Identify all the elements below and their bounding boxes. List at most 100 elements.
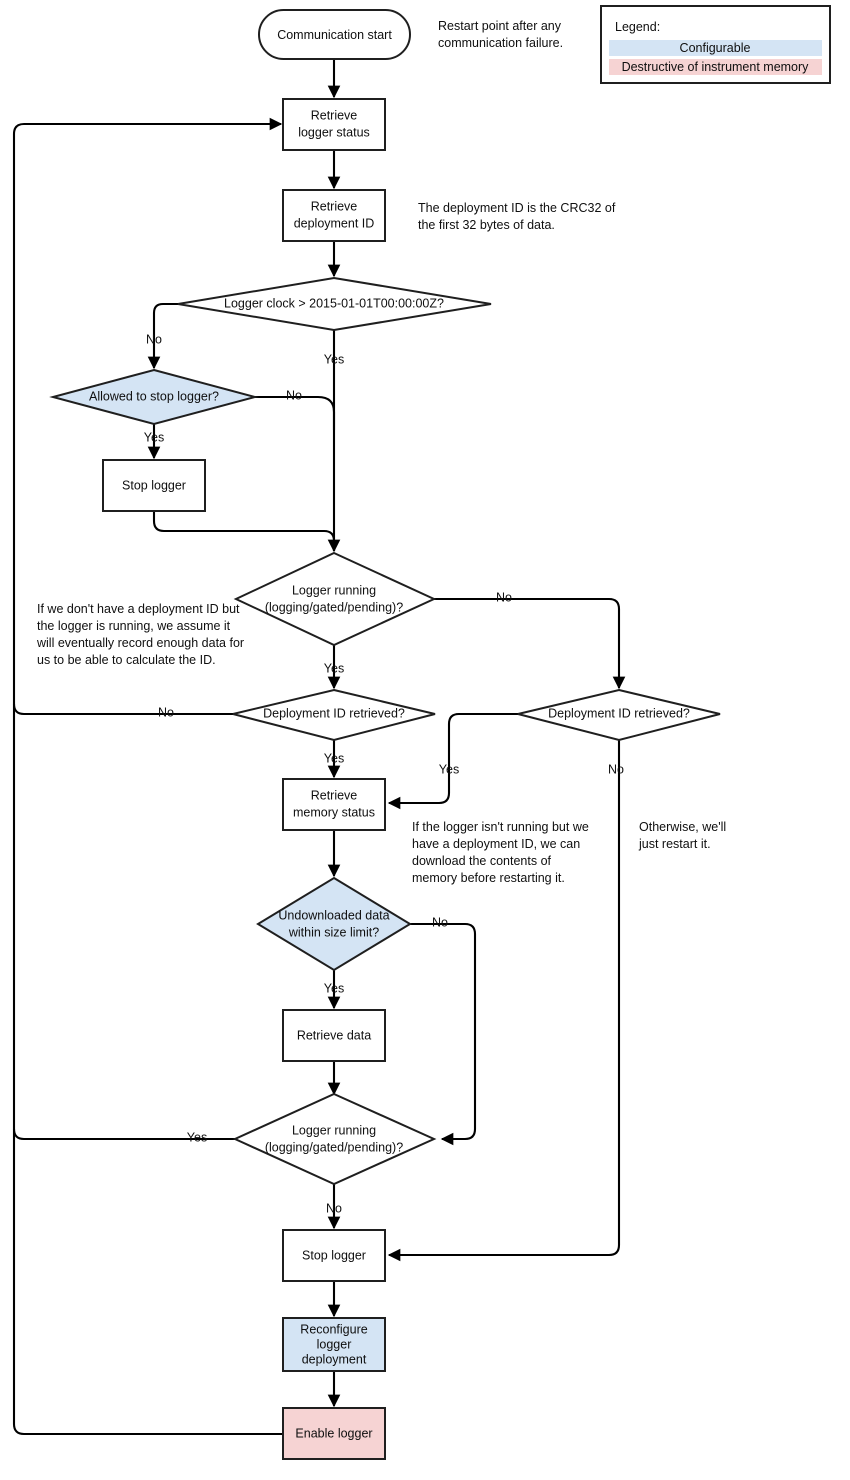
node-retrieve-logger-status[interactable]: Retrieve logger status: [282, 98, 386, 151]
note-no-deployment-line-1: If we don't have a deployment ID but: [37, 602, 240, 616]
note-otherwise-line-2: just restart it.: [638, 837, 711, 851]
stop-logger-top-shape: [102, 459, 206, 512]
legend-label-destructive: Destructive of instrument memory: [622, 60, 810, 74]
edge-label-running-top-no: No: [496, 590, 512, 604]
note-restart-line-2: communication failure.: [438, 36, 563, 50]
retrieve-deployment-id-label-2: deployment ID: [294, 216, 375, 230]
reconfigure-label-3: deployment: [302, 1352, 367, 1366]
node-logger-running-bottom[interactable]: Logger running (logging/gated/pending)?: [232, 1092, 437, 1186]
legend-label-configurable: Configurable: [680, 41, 751, 55]
node-allowed-to-stop-logger[interactable]: Allowed to stop logger?: [49, 368, 259, 426]
allowed-to-stop-logger-shape: [49, 368, 259, 426]
retrieve-logger-status-label-1: Retrieve: [311, 108, 358, 122]
communication-start-label: Communication start: [277, 28, 392, 42]
note-no-deployment-line-3: will eventually record enough data for: [36, 636, 244, 650]
edge-label-deployment-left-yes: Yes: [324, 751, 344, 765]
node-communication-start[interactable]: Communication start: [258, 9, 411, 60]
node-stop-logger-top[interactable]: Stop logger: [102, 459, 206, 512]
retrieve-memory-status-shape: [282, 778, 386, 831]
enable-logger-label: Enable logger: [295, 1426, 372, 1440]
edge-stop-logger-to-trunk: [152, 511, 336, 551]
legend-swatch-destructive: [609, 59, 822, 75]
note-otherwise-restart: Otherwise, we'll just restart it.: [638, 820, 726, 851]
edge-enable-logger-to-rail: [12, 1129, 283, 1436]
note-not-running-line-3: download the contents of: [412, 854, 552, 868]
reconfigure-label-2: logger: [317, 1337, 352, 1351]
edge-running-bottom-yes-to-rail: [12, 704, 235, 1141]
deployment-id-left-shape: [232, 688, 436, 742]
retrieve-logger-status-shape: [282, 98, 386, 151]
edges: [12, 58, 626, 1436]
note-no-deployment-line-4: us to be able to calculate the ID.: [37, 653, 216, 667]
edge-allowed-no-to-trunk: [255, 395, 336, 430]
deployment-id-left-label: Deployment ID retrieved?: [263, 706, 405, 720]
logger-running-bottom-label-1: Logger running: [292, 1123, 376, 1137]
edge-label-running-bottom-yes: Yes: [187, 1130, 207, 1144]
retrieve-data-label: Retrieve data: [297, 1028, 371, 1042]
edge-label-clock-no: No: [146, 332, 162, 346]
note-no-deployment-line-2: the logger is running, we assume it: [37, 619, 231, 633]
legend-swatch-configurable: [609, 40, 822, 56]
node-logger-running-top[interactable]: Logger running (logging/gated/pending)?: [233, 551, 437, 647]
stop-logger-top-label: Stop logger: [122, 478, 186, 492]
undownloaded-data-label-1: Undownloaded data: [278, 908, 389, 922]
retrieve-logger-status-label-2: logger status: [298, 125, 370, 139]
retrieve-memory-status-label-1: Retrieve: [311, 788, 358, 802]
note-logger-not-running: If the logger isn't running but we have …: [412, 820, 589, 885]
logger-running-bottom-label-2: (logging/gated/pending)?: [265, 1140, 403, 1154]
reconfigure-label-1: Reconfigure: [300, 1322, 367, 1336]
node-retrieve-memory-status[interactable]: Retrieve memory status: [282, 778, 386, 831]
edge-deployment-left-no-to-rail: [12, 117, 283, 716]
node-enable-logger[interactable]: Enable logger: [282, 1407, 386, 1460]
logger-running-top-shape: [233, 551, 437, 647]
communication-start-shape: [258, 9, 411, 60]
node-undownloaded-data[interactable]: Undownloaded data within size limit?: [256, 876, 412, 972]
logger-clock-label: Logger clock > 2015-01-01T00:00:00Z?: [224, 296, 444, 310]
node-logger-clock-decision[interactable]: Logger clock > 2015-01-01T00:00:00Z?: [177, 276, 492, 332]
logger-clock-shape: [177, 276, 492, 332]
allowed-to-stop-logger-label: Allowed to stop logger?: [89, 389, 219, 403]
note-not-running-line-4: memory before restarting it.: [412, 871, 565, 885]
edge-label-running-top-yes: Yes: [324, 661, 344, 675]
edge-label-clock-yes: Yes: [324, 352, 344, 366]
retrieve-deployment-id-label-1: Retrieve: [311, 199, 358, 213]
edge-label-allowed-yes: Yes: [144, 430, 164, 444]
note-crc32-line-2: the first 32 bytes of data.: [418, 218, 555, 232]
note-no-deployment-id: If we don't have a deployment ID but the…: [36, 602, 244, 667]
undownloaded-data-label-2: within size limit?: [288, 925, 379, 939]
node-reconfigure-logger-deployment[interactable]: Reconfigure logger deployment: [282, 1317, 386, 1372]
edge-undownloaded-no-to-running-bottom: [410, 922, 477, 1146]
edge-label-deployment-left-no: No: [158, 705, 174, 719]
legend-title: Legend:: [615, 20, 660, 34]
logger-running-bottom-shape: [232, 1092, 437, 1186]
enable-logger-shape: [282, 1407, 386, 1460]
edge-label-running-bottom-no: No: [326, 1201, 342, 1215]
edge-label-deployment-right-no: No: [608, 762, 624, 776]
deployment-id-right-shape: [517, 688, 721, 742]
note-not-running-line-1: If the logger isn't running but we: [412, 820, 589, 834]
reconfigure-shape: [282, 1317, 386, 1372]
legend: Legend: Configurable Destructive of inst…: [600, 5, 831, 84]
edge-label-undownloaded-no: No: [432, 915, 448, 929]
retrieve-deployment-id-shape: [282, 189, 386, 242]
note-crc32: The deployment ID is the CRC32 of the fi…: [418, 201, 616, 232]
note-restart-line-1: Restart point after any: [438, 19, 562, 33]
edge-deployment-right-no-to-stop-logger: [387, 740, 621, 1262]
retrieve-memory-status-label-2: memory status: [293, 805, 375, 819]
note-otherwise-line-1: Otherwise, we'll: [639, 820, 726, 834]
node-deployment-id-retrieved-right[interactable]: Deployment ID retrieved?: [517, 688, 721, 742]
node-stop-logger-bottom[interactable]: Stop logger: [282, 1229, 386, 1282]
edge-label-undownloaded-yes: Yes: [324, 981, 344, 995]
node-retrieve-data[interactable]: Retrieve data: [282, 1009, 386, 1062]
note-not-running-line-2: have a deployment ID, we can: [412, 837, 580, 851]
stop-logger-bottom-shape: [282, 1229, 386, 1282]
logger-running-top-label-2: (logging/gated/pending)?: [265, 600, 403, 614]
note-crc32-line-1: The deployment ID is the CRC32 of: [418, 201, 616, 215]
node-deployment-id-retrieved-left[interactable]: Deployment ID retrieved?: [232, 688, 436, 742]
edge-running-no-to-deployment-right: [434, 597, 626, 690]
node-retrieve-deployment-id[interactable]: Retrieve deployment ID: [282, 189, 386, 242]
edge-label-allowed-no: No: [286, 388, 302, 402]
edge-deployment-right-yes-to-memory-status: [387, 712, 518, 810]
edge-clock-no-to-allowed-stop: [147, 302, 178, 370]
